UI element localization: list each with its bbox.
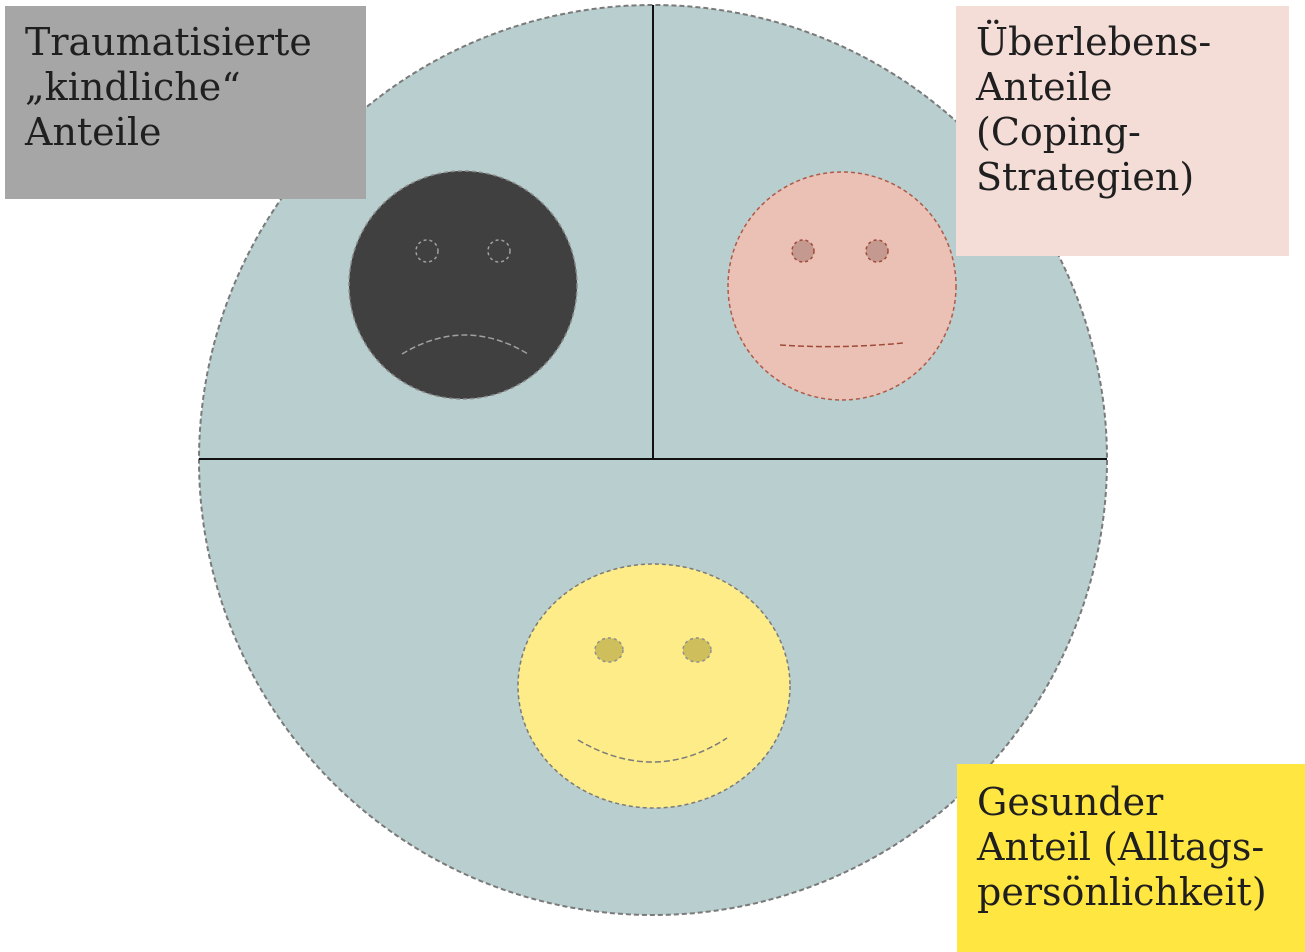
neutral-face-right-eye xyxy=(865,239,889,263)
survival-label-line: Strategien) xyxy=(976,155,1195,199)
neutral-face-mouth xyxy=(779,342,904,348)
sad-face-mouth xyxy=(401,334,529,355)
happy-face-right-eye xyxy=(682,637,712,663)
trauma-label-line: „kindliche“ xyxy=(25,65,241,109)
survival-label-line: Überlebens- xyxy=(976,20,1212,64)
survival-parts-label-box: Überlebens- Anteile (Coping- Strategien) xyxy=(956,6,1289,256)
happy-face-mouth xyxy=(577,737,728,763)
neutral-face-icon xyxy=(727,171,957,401)
healthy-part-label-box: Gesunder Anteil (Alltags- persönlichkeit… xyxy=(957,764,1305,952)
neutral-face-left-eye xyxy=(791,239,815,263)
sad-face-left-eye xyxy=(415,239,439,263)
sad-face-icon xyxy=(348,170,578,400)
healthy-label-line: Anteil (Alltags- xyxy=(977,825,1265,869)
trauma-parts-label-box: Traumatisierte „kindliche“ Anteile xyxy=(5,6,366,199)
survival-label-line: Anteile xyxy=(976,65,1113,109)
sad-face-right-eye xyxy=(487,239,511,263)
happy-face-icon xyxy=(517,563,791,809)
healthy-label-line: persönlichkeit) xyxy=(977,870,1267,914)
happy-face-left-eye xyxy=(594,637,624,663)
healthy-label-line: Gesunder xyxy=(977,780,1164,824)
trauma-label-line: Traumatisierte xyxy=(25,20,312,64)
survival-label-line: (Coping- xyxy=(976,110,1141,154)
trauma-label-line: Anteile xyxy=(25,110,162,154)
